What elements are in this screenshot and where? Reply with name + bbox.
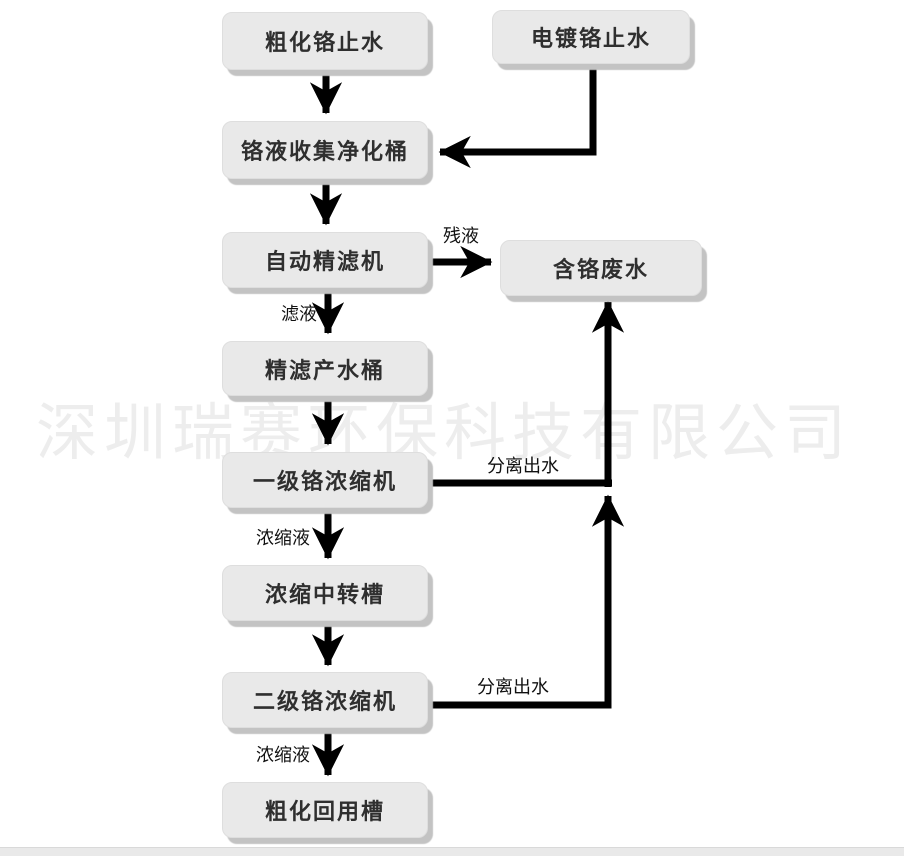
node-filtered-water-tank: 精滤产水桶 xyxy=(222,341,428,396)
node-stage2-concentrator: 二级铬浓缩机 xyxy=(222,672,428,728)
edge-label-separated-water-1: 分离出水 xyxy=(487,456,559,476)
edge-label-concentrate-1: 浓缩液 xyxy=(256,528,310,548)
node-plating-chrome-rinse: 电镀铬止水 xyxy=(492,10,690,64)
node-label: 含铬废水 xyxy=(552,257,649,282)
company-watermark: 深圳瑞赛环保科技有限公司 xyxy=(36,399,853,468)
node-label: 电镀铬止水 xyxy=(530,26,651,51)
node-collection-tank: 铬液收集净化桶 xyxy=(222,121,428,179)
edge-label-concentrate-2: 浓缩液 xyxy=(256,745,310,765)
node-label: 粗化回用槽 xyxy=(264,799,385,824)
node-label: 精滤产水桶 xyxy=(264,357,385,383)
node-label: 铬液收集净化桶 xyxy=(240,139,409,164)
node-chrome-wastewater: 含铬废水 xyxy=(500,240,702,296)
node-label: 粗化铬止水 xyxy=(264,30,385,55)
node-rough-reuse-tank: 粗化回用槽 xyxy=(222,782,428,838)
node-rough-chrome-rinse: 粗化铬止水 xyxy=(222,12,428,70)
node-auto-filter: 自动精滤机 xyxy=(222,232,428,288)
edge-label-filtrate: 滤液 xyxy=(281,304,317,324)
node-stage1-concentrator: 一级铬浓缩机 xyxy=(222,452,428,508)
edge-label-residual: 残液 xyxy=(443,226,479,246)
node-label: 浓缩中转槽 xyxy=(264,582,385,607)
node-label: 自动精滤机 xyxy=(264,249,385,274)
node-label: 二级铬浓缩机 xyxy=(252,689,397,714)
node-transfer-tank: 浓缩中转槽 xyxy=(222,565,428,621)
bottom-strip xyxy=(0,847,904,856)
arrow-plating-to-collection xyxy=(438,66,597,169)
arrow-stage2-separated-elbow xyxy=(432,494,625,709)
node-label: 一级铬浓缩机 xyxy=(252,469,397,494)
edge-label-separated-water-2: 分离出水 xyxy=(477,677,549,697)
